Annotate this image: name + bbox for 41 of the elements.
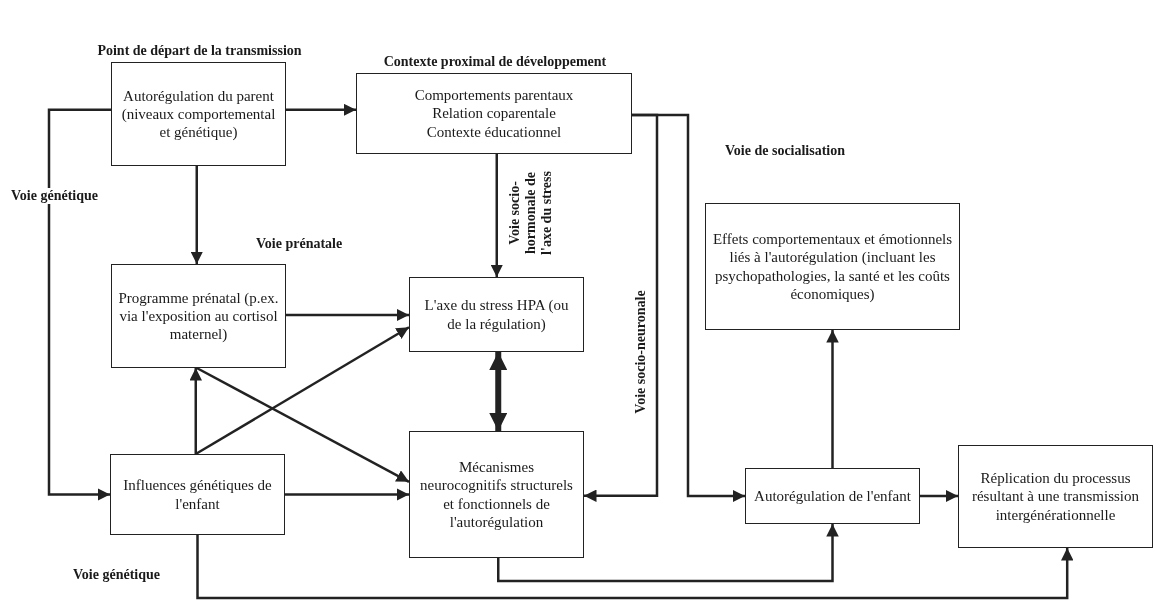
arrow bbox=[584, 113, 659, 502]
arrow bbox=[632, 113, 745, 503]
arrow bbox=[190, 166, 203, 264]
process-box bbox=[111, 264, 286, 368]
process-box bbox=[745, 468, 920, 524]
arrow bbox=[286, 308, 409, 322]
arrow bbox=[189, 368, 202, 454]
box-text: Autorégulation de l'enfant bbox=[754, 486, 911, 506]
arrow bbox=[196, 535, 1074, 600]
box-text: Réplication du processus résultant à une transmission intergénérationnelle bbox=[970, 469, 1141, 524]
edge-label: Voie génétique bbox=[10, 188, 99, 205]
box-text: Influences génétiques de l'enfant bbox=[122, 476, 273, 513]
box-text: Autorégulation du parent (niveaux comportemental et génétique) bbox=[120, 86, 277, 142]
box-text: Relation coparentale bbox=[432, 104, 556, 123]
box-text: Comportements parentaux bbox=[414, 86, 574, 105]
box-text: Programme prénatal (p.ex. via l'exposition au cortisol maternel) bbox=[118, 288, 279, 344]
arrow bbox=[489, 352, 508, 431]
arrow bbox=[920, 489, 958, 503]
box-heading: Point de départ de la transmission bbox=[96, 43, 303, 60]
box-text: L'axe du stress HPA (ou de la régulation) bbox=[423, 296, 570, 333]
process-box bbox=[409, 277, 584, 352]
process-box bbox=[409, 431, 584, 558]
arrow bbox=[286, 103, 356, 117]
path-label: Voie prénatale bbox=[255, 236, 344, 253]
process-box bbox=[958, 445, 1153, 548]
arrow bbox=[490, 154, 503, 277]
box-text: Effets comportementaux et émotionnels liés à l'autorégulation (incluant les psychopathologies, la santé et les coûts économiques) bbox=[712, 229, 953, 304]
box-text: Mécanismes neurocognitifs structurels et fonctionnels de l'autorégulation bbox=[419, 457, 574, 532]
edge-label: Voie socio-hormonale de l'axe du stress bbox=[506, 170, 556, 257]
arrow bbox=[285, 488, 409, 501]
arrow bbox=[497, 524, 839, 583]
edge-label: Voie socio-neuronale bbox=[632, 289, 649, 416]
arrow bbox=[195, 326, 410, 456]
process-box bbox=[110, 454, 285, 535]
edge-label: Voie génétique bbox=[72, 567, 161, 584]
arrow bbox=[196, 366, 410, 483]
process-box bbox=[705, 203, 960, 330]
arrow bbox=[826, 330, 839, 468]
box-text: Contexte éducationnel bbox=[426, 122, 562, 141]
arrow bbox=[47, 108, 111, 501]
box-heading: Contexte proximal de développement bbox=[382, 54, 608, 71]
